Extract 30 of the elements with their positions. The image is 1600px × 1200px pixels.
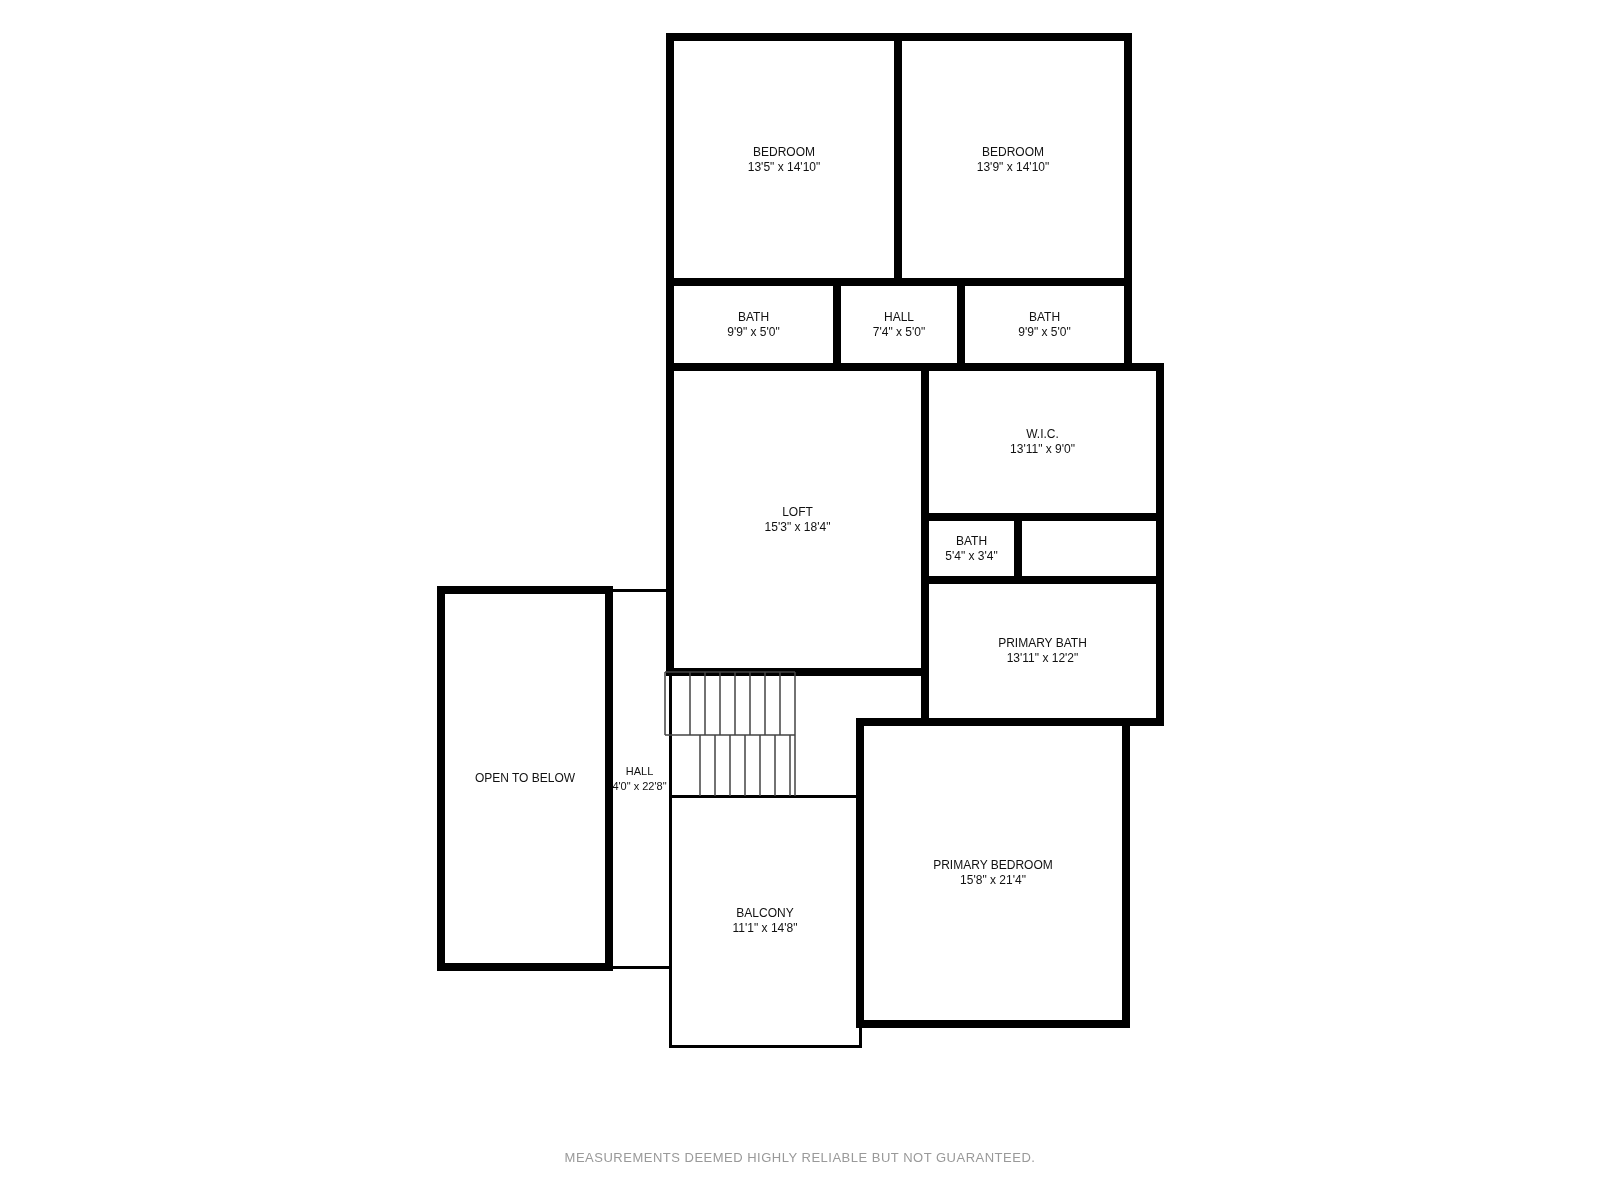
room-name: BEDROOM — [982, 144, 1044, 160]
room-dimensions: 9'9" x 5'0" — [1018, 324, 1071, 340]
room-name: PRIMARY BEDROOM — [933, 858, 1053, 873]
room-name: BATH — [737, 309, 770, 325]
room-name: BATH — [1028, 309, 1061, 325]
room-dimensions: 11'1" x 14'8" — [732, 921, 798, 936]
room-dimensions: 15'8" x 21'4" — [960, 873, 1026, 888]
room-dimensions: 15'3" x 18'4" — [764, 519, 831, 535]
room-dimensions: 5'4" x 3'4" — [945, 548, 998, 564]
room-dimensions: 13'11" x 12'2" — [1006, 651, 1079, 666]
room-name: BATH — [955, 533, 988, 549]
room-name: OPEN TO BELOW — [474, 771, 576, 786]
room-name: BEDROOM — [753, 144, 815, 160]
room-outline — [668, 794, 862, 1048]
room-outline — [921, 576, 1164, 726]
room-name: BALCONY — [736, 906, 794, 921]
room-dimensions: 13'5" x 14'10" — [747, 159, 821, 175]
room-name: W.I.C. — [1026, 427, 1059, 442]
room-dimensions: 7'4" x 5'0" — [872, 324, 926, 340]
room-outline — [856, 718, 1130, 1028]
disclaimer-note: MEASUREMENTS DEEMED HIGHLY RELIABLE BUT NOT GUARANTEED. — [563, 1150, 1037, 1165]
room-dimensions: 13'9" x 14'10" — [976, 159, 1050, 175]
room-dimensions: 13'11" x 9'0" — [1010, 442, 1075, 457]
room-dimensions: 9'9" x 5'0" — [727, 324, 780, 340]
room-dimensions: 4'0" x 22'8" — [612, 778, 667, 794]
room-outline — [437, 586, 613, 971]
room-name: PRIMARY BATH — [998, 636, 1087, 651]
room-name: HALL — [884, 309, 914, 325]
room-name: LOFT — [782, 504, 813, 520]
room-name: HALL — [625, 763, 654, 779]
